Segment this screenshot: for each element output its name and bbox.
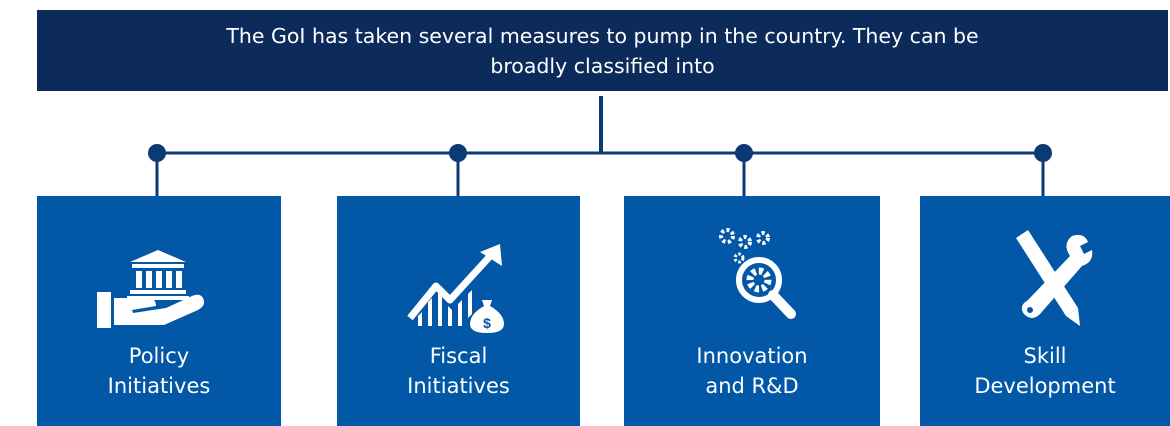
card-label-line-1: Skill — [1023, 344, 1067, 368]
header-text: The GoI has taken several measures to pu… — [226, 21, 978, 81]
connector-dot-policy — [148, 144, 166, 162]
connector-dot-skill — [1034, 144, 1052, 162]
card-innovation-rnd: Innovation and R&D — [624, 196, 880, 426]
card-label: Policy Initiatives — [108, 341, 211, 401]
card-label-line-2: Initiatives — [107, 374, 211, 398]
connector-tree — [148, 96, 1052, 197]
card-label-line-1: Policy — [128, 344, 190, 368]
card-policy-initiatives: Policy Initiatives — [37, 196, 281, 426]
header-line-1: The GoI has taken several measures to pu… — [226, 23, 979, 48]
card-label: Fiscal Initiatives — [407, 341, 510, 401]
card-label-line-2: Development — [974, 374, 1116, 398]
card-label-line-1: Innovation — [696, 344, 808, 368]
growth-chart-money-bag-icon: $ — [394, 222, 524, 337]
svg-text:$: $ — [483, 315, 491, 331]
card-label-line-2: Initiatives — [407, 374, 510, 398]
header-line-2: broadly classified into — [490, 53, 715, 78]
card-label-line-2: and R&D — [705, 374, 799, 398]
card-skill-development: Skill Development — [920, 196, 1170, 426]
wrench-pen-icon — [980, 222, 1110, 337]
card-label: Innovation and R&D — [696, 341, 807, 401]
card-label-line-1: Fiscal — [429, 344, 488, 368]
connector-dot-innovation — [735, 144, 753, 162]
header-banner: The GoI has taken several measures to pu… — [37, 10, 1168, 91]
hand-bank-icon — [94, 222, 224, 337]
gears-magnifier-icon — [687, 222, 817, 337]
card-label: Skill Development — [974, 341, 1115, 401]
card-fiscal-initiatives: $ Fiscal Initiatives — [337, 196, 580, 426]
connector-dot-fiscal — [449, 144, 467, 162]
